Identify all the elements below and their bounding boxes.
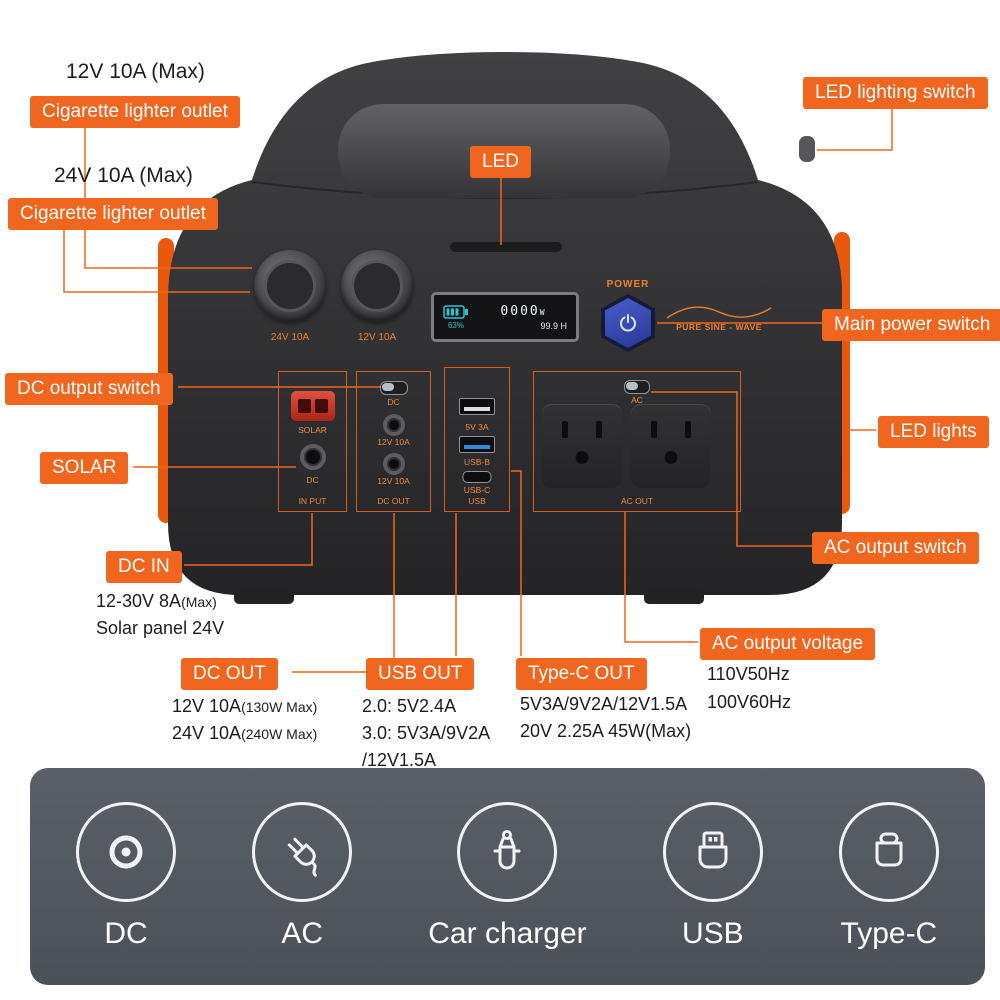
battery-icon bbox=[443, 304, 468, 319]
dc-out-port-2-label: 12V 10A bbox=[377, 476, 410, 486]
dc-out-section-title: DC OUT bbox=[377, 495, 410, 506]
device-foot-right bbox=[644, 589, 704, 604]
outlet-12v-label: 12V 10A bbox=[357, 332, 397, 343]
dc-out-port-1 bbox=[382, 414, 405, 436]
typec-spec-1: 5V3A/9V2A/12V1.5A bbox=[520, 694, 688, 714]
runtime-hours: 99.9 H bbox=[540, 320, 567, 331]
callout-led-lights: LED lights bbox=[878, 416, 989, 448]
pure-sine-wave-mark: PURE SINE - WAVE bbox=[660, 300, 778, 332]
callout-dc-out: DC OUT bbox=[181, 658, 278, 690]
usb-c-label: USB-C bbox=[463, 485, 491, 495]
legend-label: Car charger bbox=[428, 917, 587, 950]
dc-out-spec-2: 24V 10A(240W Max) bbox=[172, 723, 318, 743]
legend-item-usb: USB bbox=[662, 802, 763, 951]
ac-voltage-spec-2: 100V60Hz bbox=[707, 692, 792, 712]
dc-toggle-label: DC bbox=[387, 397, 400, 407]
led-strip bbox=[450, 242, 562, 252]
dc-in-spec-1: 12-30V 8A(Max) bbox=[96, 591, 217, 611]
input-section: SOLAR DC IN PUT bbox=[278, 371, 347, 512]
dc-out-port-2 bbox=[382, 453, 405, 475]
usb-spec-1: 2.0: 5V2.4A bbox=[362, 696, 457, 716]
dc-output-switch-toggle bbox=[379, 381, 408, 395]
callout-main-power-switch: Main power switch bbox=[822, 309, 1000, 341]
ac-voltage-spec-1: 110V50Hz bbox=[707, 664, 790, 684]
cig12-spec: 12V 10A (Max) bbox=[66, 60, 205, 83]
dc-out-port-1-label: 12V 10A bbox=[377, 437, 410, 447]
cigarette-outlet-12v bbox=[341, 250, 413, 322]
device-foot-left bbox=[234, 589, 294, 604]
typec-spec-2: 20V 2.25A 45W(Max) bbox=[520, 721, 692, 741]
ac-outlet-1 bbox=[542, 404, 622, 488]
legend-label: USB bbox=[681, 917, 744, 950]
legend-label: AC bbox=[281, 917, 323, 950]
power-icon bbox=[620, 314, 636, 332]
dc-input-label: DC bbox=[306, 475, 319, 485]
ac-out-section-title: AC OUT bbox=[620, 495, 654, 506]
callout-usb-out: USB OUT bbox=[366, 658, 475, 690]
legend-item-ac: AC bbox=[252, 802, 353, 951]
dc-in-spec-2: Solar panel 24V bbox=[96, 618, 225, 638]
usb-spec-label: 5V 3A bbox=[465, 422, 489, 432]
power-button-label: POWER bbox=[606, 279, 650, 290]
solar-port-label: SOLAR bbox=[298, 425, 327, 435]
battery-percent: 63% bbox=[447, 320, 464, 330]
callout-cigarette-outlet-24v: Cigarette lighter outlet bbox=[8, 198, 218, 230]
cigarette-outlet-24v bbox=[254, 250, 326, 322]
ac-plug-icon bbox=[252, 802, 353, 902]
usb-spec-3: /12V1.5A bbox=[362, 750, 437, 770]
usb-plug-icon bbox=[662, 802, 763, 902]
legend-item-car-charger: Car charger bbox=[428, 802, 587, 951]
legend-item-dc: DC bbox=[76, 802, 177, 951]
usb-b-label: USB-B bbox=[464, 457, 490, 467]
port-legend-bar: DC AC Car charger bbox=[30, 768, 985, 985]
callout-ac-output-voltage: AC output voltage bbox=[700, 628, 876, 660]
output-watts: 0000W bbox=[500, 303, 545, 319]
legend-item-type-c: Type-C bbox=[838, 802, 939, 951]
dc-port-icon bbox=[76, 802, 177, 902]
usb-spec-2: 3.0: 5V3A/9V2A bbox=[362, 723, 491, 743]
legend-label: DC bbox=[104, 917, 148, 950]
outlet-24v-label: 24V 10A bbox=[270, 332, 310, 343]
callout-solar: SOLAR bbox=[40, 452, 129, 484]
usb-section-title: USB bbox=[468, 495, 486, 506]
lcd-display: 63% 0000W 99.9 H bbox=[431, 292, 579, 342]
dc-input-port bbox=[299, 444, 326, 470]
dc-out-spec-1: 12V 10A(130W Max) bbox=[172, 696, 318, 716]
car-charger-icon bbox=[457, 802, 558, 902]
usb-a-port-1 bbox=[459, 398, 495, 415]
usb-c-port bbox=[462, 471, 492, 483]
callout-cigarette-outlet-12v: Cigarette lighter outlet bbox=[30, 96, 240, 128]
callout-led-lighting-switch: LED lighting switch bbox=[803, 77, 988, 109]
usb-section: 5V 3A USB-B USB-C USB bbox=[444, 367, 510, 512]
legend-label: Type-C bbox=[840, 917, 938, 950]
callout-dc-output-switch: DC output switch bbox=[5, 373, 173, 405]
sine-wave-icon bbox=[666, 306, 772, 319]
type-c-plug-icon bbox=[838, 802, 939, 902]
callout-typec-out: Type-C OUT bbox=[516, 658, 647, 690]
led-lighting-switch-button bbox=[799, 136, 815, 162]
battery-status: 63% bbox=[443, 304, 469, 330]
callout-led: LED bbox=[470, 146, 531, 178]
dc-out-section: DC 12V 10A 12V 10A DC OUT bbox=[356, 371, 431, 512]
ac-out-section: AC AC OUT bbox=[533, 371, 741, 512]
input-section-title: IN PUT bbox=[298, 495, 327, 506]
cig24-spec: 24V 10A (Max) bbox=[54, 164, 193, 187]
ac-output-switch-toggle bbox=[624, 380, 650, 394]
callout-dc-in: DC IN bbox=[106, 551, 182, 583]
ac-outlet-2 bbox=[631, 404, 711, 488]
solar-input-connector bbox=[290, 391, 335, 421]
ac-toggle-label: AC bbox=[631, 395, 643, 405]
usb-a-port-2 bbox=[459, 436, 495, 453]
callout-ac-output-switch: AC output switch bbox=[812, 532, 979, 564]
